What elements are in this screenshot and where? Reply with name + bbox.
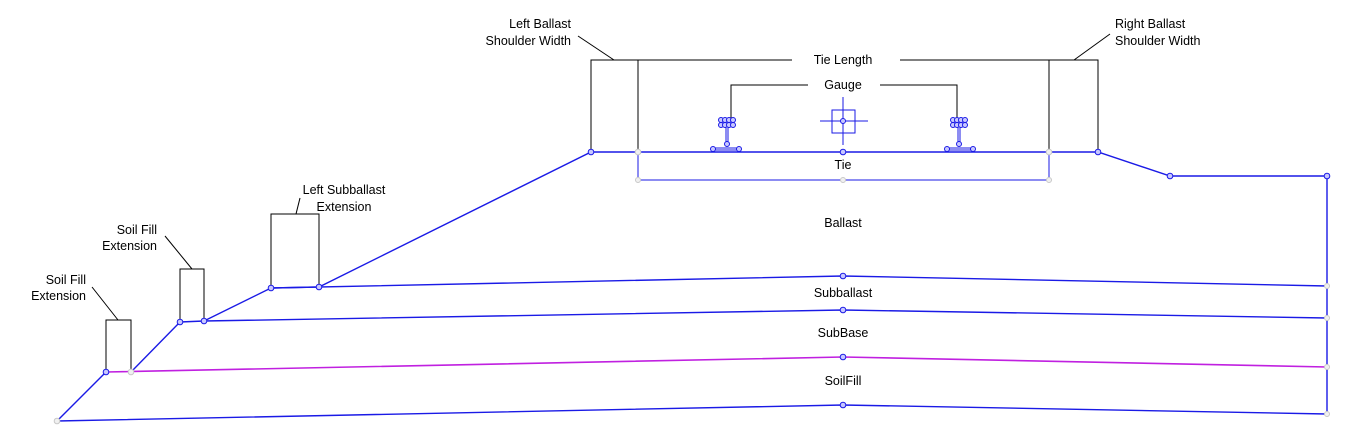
point-nodes[interactable] bbox=[53, 148, 1331, 425]
left-subballast-extension-label-line1: Left Subballast bbox=[303, 183, 386, 197]
subbase-label: SubBase bbox=[818, 326, 869, 340]
ballast-label: Ballast bbox=[824, 216, 862, 230]
right-ballast-shoulder-leader bbox=[1073, 33, 1111, 61]
node bbox=[839, 306, 847, 314]
left-subballast-extension-dimension bbox=[270, 213, 320, 288]
tie-length-dimension-right bbox=[900, 59, 1050, 152]
subballast-left-slope[interactable] bbox=[203, 287, 272, 322]
soil-fill-extension-lower-label-line2: Extension bbox=[31, 289, 86, 303]
left-subballast-extension-leader bbox=[295, 197, 301, 215]
node bbox=[840, 177, 846, 183]
soil-fill-extension-lower-label-line1: Soil Fill bbox=[46, 273, 86, 287]
soilfill-top-line[interactable] bbox=[105, 356, 1328, 373]
left-ballast-shoulder-label-line1: Left Ballast bbox=[509, 17, 571, 31]
left-ballast-shoulder-dimension bbox=[590, 59, 638, 152]
right-ballast-shoulder-dimension bbox=[1049, 59, 1099, 152]
node bbox=[102, 368, 110, 376]
soilfill-base-line[interactable] bbox=[56, 404, 1328, 422]
node bbox=[1324, 411, 1330, 417]
node bbox=[839, 401, 847, 409]
node bbox=[839, 148, 847, 156]
node bbox=[634, 148, 642, 156]
subballast-top-line[interactable] bbox=[270, 275, 1328, 289]
subbase-left-slope[interactable] bbox=[130, 321, 181, 373]
node bbox=[1046, 177, 1052, 183]
subballast-label: Subballast bbox=[814, 286, 873, 300]
tie-length-label: Tie Length bbox=[814, 53, 873, 67]
right-rail-icon[interactable] bbox=[944, 117, 976, 152]
node bbox=[1324, 315, 1330, 321]
node bbox=[1324, 364, 1330, 370]
node bbox=[587, 148, 595, 156]
soil-fill-extension-upper-leader bbox=[164, 235, 193, 270]
node bbox=[315, 283, 323, 291]
node bbox=[1094, 148, 1102, 156]
node bbox=[1166, 172, 1174, 180]
node bbox=[1323, 172, 1331, 180]
node bbox=[267, 284, 275, 292]
subbase-top-line[interactable] bbox=[179, 309, 1328, 323]
node bbox=[200, 317, 208, 325]
centerline-crosshair-icon[interactable] bbox=[820, 97, 868, 145]
left-ballast-shoulder-leader bbox=[577, 35, 615, 61]
gauge-label: Gauge bbox=[824, 78, 862, 92]
node bbox=[53, 417, 61, 425]
layer-lines bbox=[56, 151, 1328, 422]
left-ballast-shoulder-label-line2: Shoulder Width bbox=[486, 34, 572, 48]
soilfill-label: SoilFill bbox=[825, 374, 862, 388]
left-rail-icon[interactable] bbox=[710, 117, 742, 152]
soil-fill-extension-lower-dimension bbox=[105, 319, 132, 372]
gauge-dimension-right bbox=[880, 84, 958, 120]
node bbox=[176, 318, 184, 326]
node bbox=[839, 353, 847, 361]
node bbox=[1324, 283, 1330, 289]
right-ballast-shoulder-label-line2: Shoulder Width bbox=[1115, 34, 1201, 48]
gauge-dimension-left bbox=[730, 84, 808, 120]
dimension-lines bbox=[91, 33, 1111, 372]
soil-fill-extension-upper-dimension bbox=[179, 268, 205, 322]
node bbox=[839, 272, 847, 280]
soil-fill-extension-lower-leader bbox=[91, 286, 119, 321]
tie-label: Tie bbox=[835, 158, 852, 172]
node bbox=[635, 177, 641, 183]
right-ballast-shoulder-label-line1: Right Ballast bbox=[1115, 17, 1186, 31]
soil-fill-extension-upper-label-line2: Extension bbox=[102, 239, 157, 253]
soil-fill-extension-upper-label-line1: Soil Fill bbox=[117, 223, 157, 237]
left-subballast-extension-label-line2: Extension bbox=[317, 200, 372, 214]
soilfill-bottom-line[interactable] bbox=[56, 371, 107, 422]
node bbox=[127, 368, 135, 376]
labels: Left Ballast Shoulder Width Right Ballas… bbox=[31, 17, 1200, 388]
node bbox=[1045, 148, 1053, 156]
tie-length-dimension-left bbox=[637, 59, 792, 152]
